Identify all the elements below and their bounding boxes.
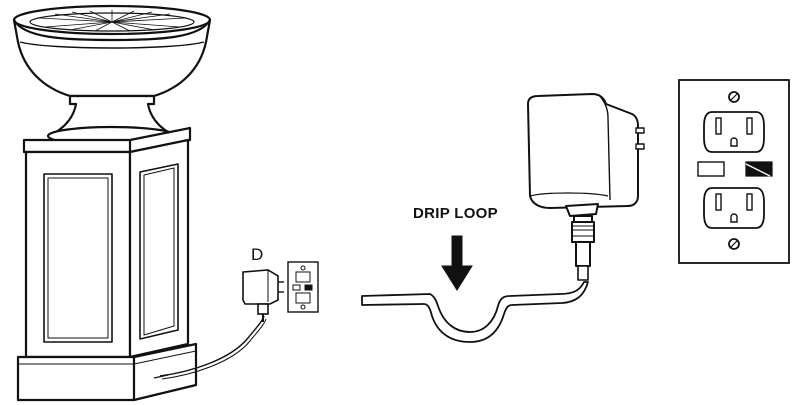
bowl-body	[12, 18, 212, 98]
small-wall-outlet	[287, 261, 319, 313]
small-power-adapter	[242, 269, 284, 322]
fountain-pedestal-illustration	[12, 4, 212, 402]
drip-loop-cord	[361, 281, 589, 343]
down-arrow-icon	[441, 235, 473, 291]
small-power-cord	[159, 315, 265, 377]
screw-icon	[728, 238, 740, 250]
large-wall-outlet	[678, 79, 790, 264]
screw-icon	[728, 91, 740, 103]
bowl-band	[19, 41, 205, 49]
drip-loop-label: DRIP LOOP	[413, 205, 498, 222]
bowl-spray-lines	[39, 10, 186, 32]
outlet-tag-label: D	[251, 245, 263, 264]
large-power-adapter	[527, 93, 645, 281]
